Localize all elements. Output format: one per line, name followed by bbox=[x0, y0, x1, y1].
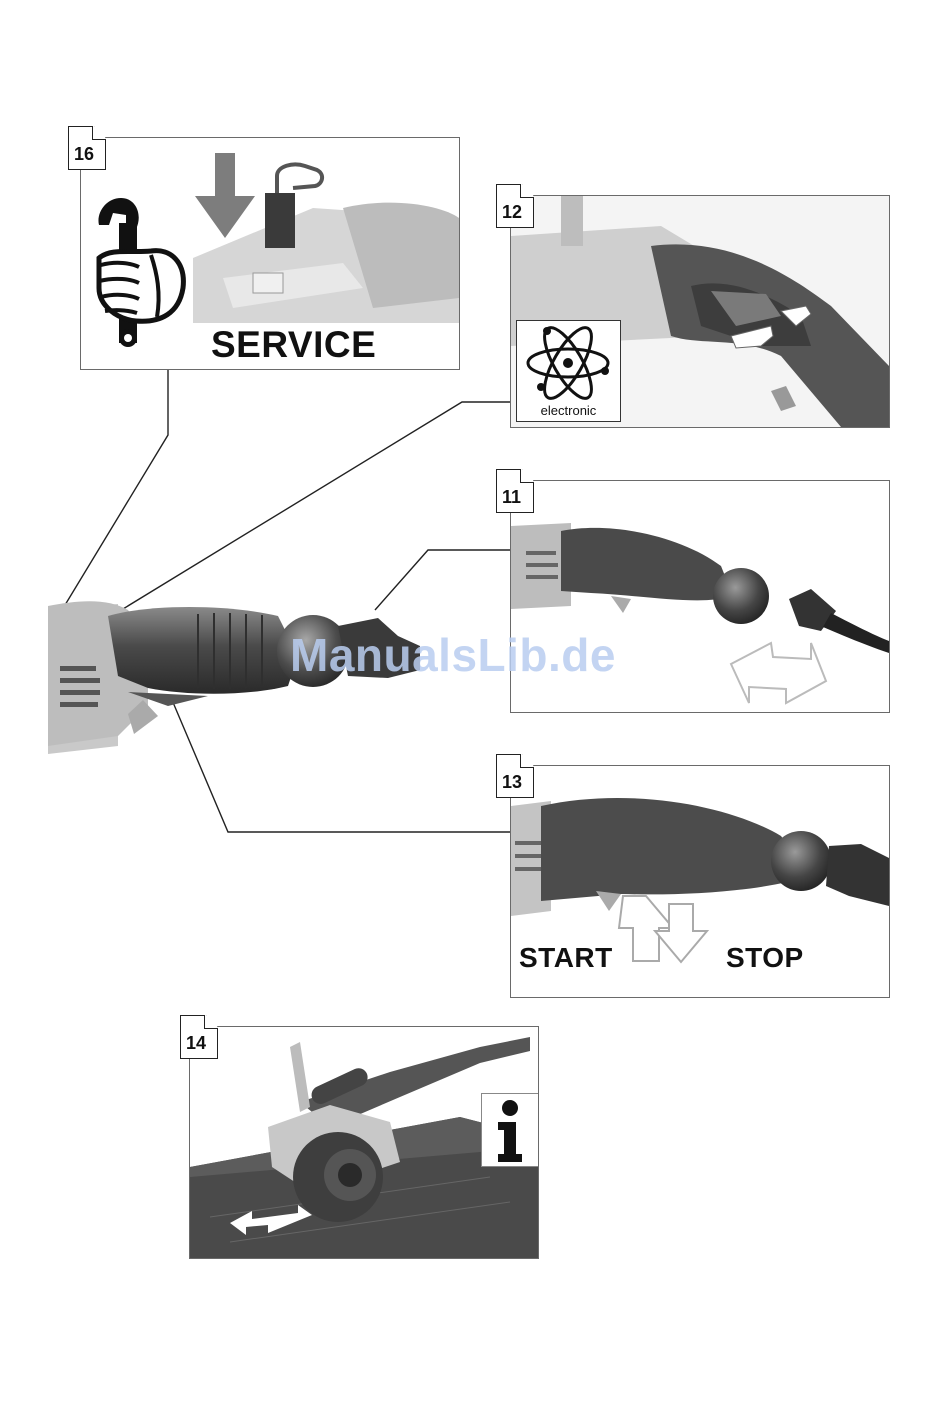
watermark: ManualsLib.de bbox=[290, 628, 616, 682]
figure-11-number: 11 bbox=[502, 487, 521, 508]
figure-16-number-tab: 16 bbox=[68, 126, 106, 170]
figure-13-number: 13 bbox=[502, 772, 522, 793]
figure-16-panel: SERVICE bbox=[80, 137, 460, 370]
electronic-label: electronic bbox=[517, 403, 620, 418]
service-label: SERVICE bbox=[211, 324, 376, 366]
figure-13-panel: START STOP bbox=[510, 765, 890, 998]
atom-icon bbox=[517, 321, 620, 401]
figure-14-number: 14 bbox=[186, 1033, 206, 1054]
figure-11-number-tab: 11 bbox=[496, 469, 534, 513]
figure-12-number: 12 bbox=[502, 202, 522, 223]
figure-13-number-tab: 13 bbox=[496, 754, 534, 798]
figure-14-number-tab: 14 bbox=[180, 1015, 218, 1059]
electronic-badge: electronic bbox=[516, 320, 621, 422]
service-illustration bbox=[193, 148, 459, 323]
stop-label: STOP bbox=[726, 942, 804, 974]
figure-14-panel bbox=[189, 1026, 539, 1259]
figure-12-panel: electronic bbox=[510, 195, 890, 428]
figure-12-number-tab: 12 bbox=[496, 184, 534, 228]
start-label: START bbox=[519, 942, 613, 974]
wrench-hand-icon bbox=[91, 193, 191, 353]
figure-16-number: 16 bbox=[74, 144, 94, 165]
info-icon bbox=[481, 1093, 539, 1167]
